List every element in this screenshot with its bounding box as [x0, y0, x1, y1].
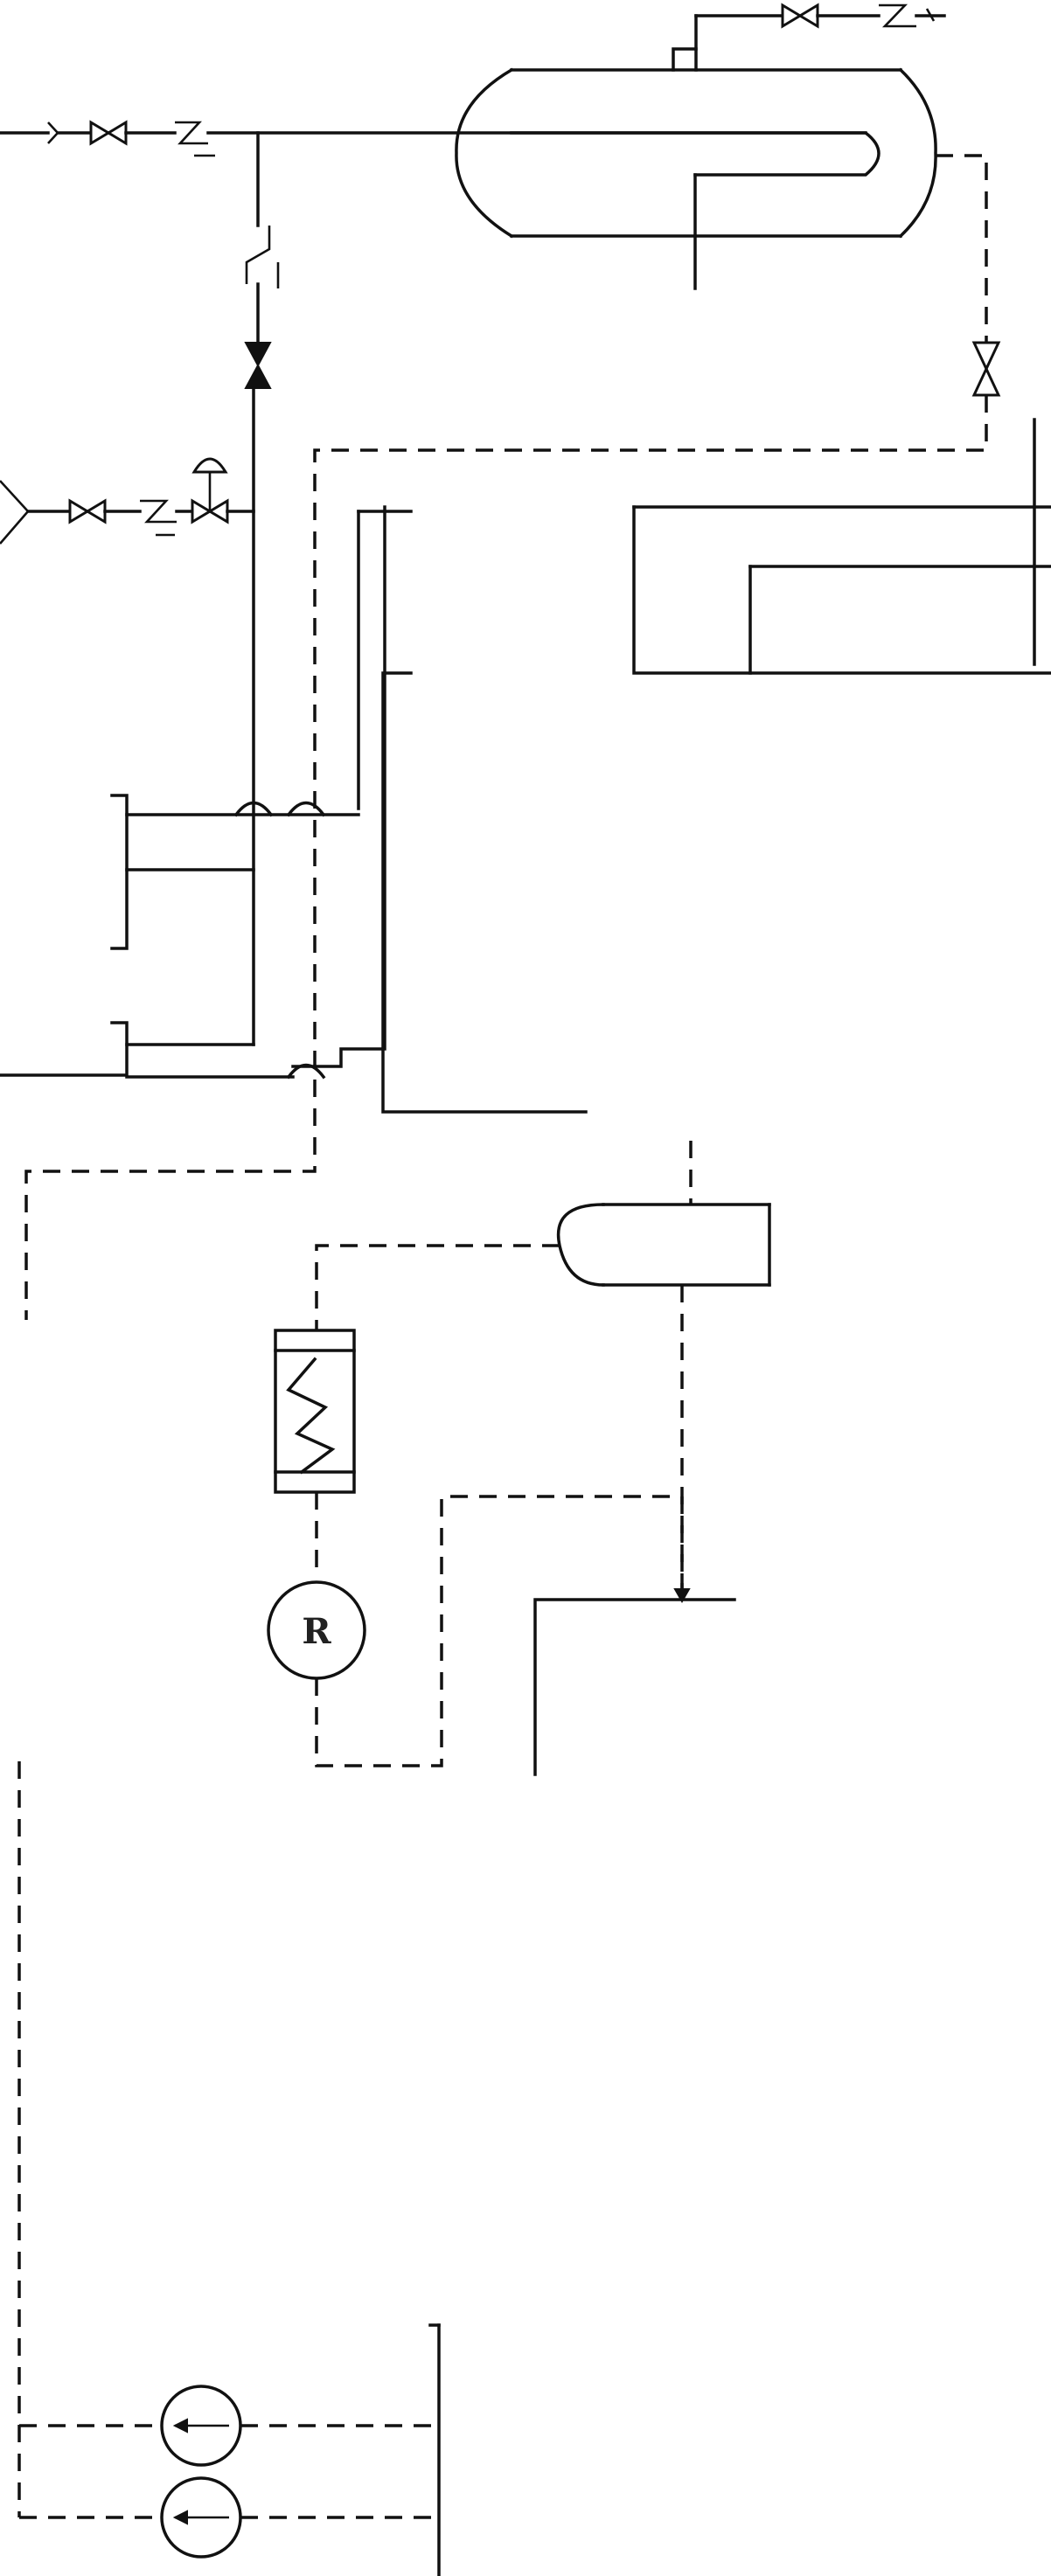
globe-valve-icon — [68, 498, 107, 524]
inlet-arrow-icon — [0, 480, 30, 545]
check-valve-icon — [140, 499, 177, 537]
riser-line — [125, 131, 280, 1046]
heat-exchanger-vessel — [455, 3, 946, 290]
left-manifold — [0, 794, 360, 1080]
flow-arrow-icon — [244, 363, 272, 389]
process-ducts — [291, 418, 1051, 1114]
globe-valve-icon — [781, 3, 819, 29]
vessel-drain-line — [24, 154, 1001, 1320]
top-supply-line — [0, 120, 867, 157]
globe-valve-icon — [89, 120, 128, 146]
flow-arrow-icon — [244, 342, 272, 368]
check-valve-icon — [245, 226, 280, 288]
recorder-instrument-icon: R — [267, 1580, 366, 1680]
instrument-signal-lines — [315, 1495, 691, 1767]
globe-valve-icon — [971, 341, 1001, 397]
pump-icon — [160, 2385, 242, 2467]
instrument-r-label: R — [302, 1611, 331, 1652]
check-valve-icon — [175, 121, 215, 157]
pump-icon — [160, 2476, 242, 2559]
lower-duct — [533, 1598, 736, 1776]
flash-drum — [315, 1141, 771, 1600]
pump-loop — [17, 1761, 441, 2576]
control-valve-icon — [191, 457, 229, 524]
left-inlet-line — [0, 457, 255, 545]
rotameter-icon — [274, 1329, 356, 1494]
